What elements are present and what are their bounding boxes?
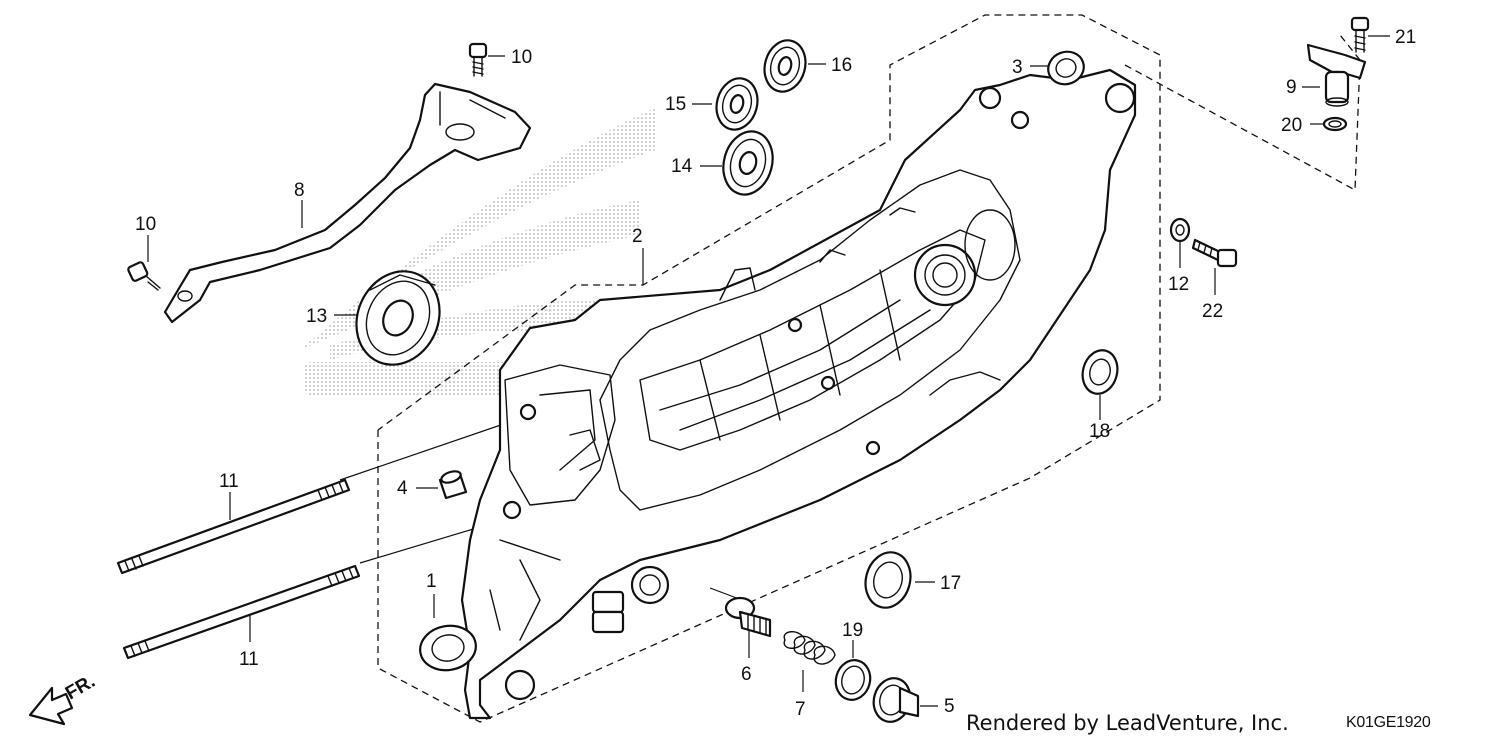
callout-6: 6 xyxy=(741,664,752,685)
bolt-21 xyxy=(1350,16,1370,53)
callout-21: 21 xyxy=(1395,27,1416,48)
speed-sensor-9 xyxy=(1306,43,1367,107)
dowel-pin-4 xyxy=(438,470,468,500)
bearing-16 xyxy=(763,39,807,93)
stud-bolts xyxy=(116,478,361,660)
washer-12 xyxy=(1169,217,1191,243)
front-direction-arrow: FR. xyxy=(28,671,99,726)
callout-3: 3 xyxy=(1012,57,1023,78)
callout-16: 16 xyxy=(831,55,852,76)
o-ring-19 xyxy=(834,659,872,701)
callout-10-lower: 10 xyxy=(135,214,156,235)
callout-9: 9 xyxy=(1286,77,1297,98)
spring-7 xyxy=(783,631,836,665)
hanger-stay xyxy=(163,82,532,324)
filter-cap-5 xyxy=(872,677,920,723)
callout-11-upper: 11 xyxy=(219,471,239,492)
callout-5: 5 xyxy=(944,696,955,717)
callout-8: 8 xyxy=(294,180,305,201)
bolt-10-upper xyxy=(468,42,488,77)
callout-2: 2 xyxy=(632,226,643,247)
drain-plug-6 xyxy=(724,596,772,638)
bush-3 xyxy=(1047,50,1085,86)
oil-seal-17 xyxy=(864,551,912,609)
left-crankcase xyxy=(460,68,1137,720)
callout-19: 19 xyxy=(842,620,863,641)
bolt-10-lower xyxy=(127,261,161,291)
bearing-1 xyxy=(419,624,477,672)
bearing-14 xyxy=(722,130,774,196)
callout-7: 7 xyxy=(795,699,806,720)
bolt-22 xyxy=(1191,238,1238,268)
callout-18: 18 xyxy=(1089,421,1110,442)
callout-4: 4 xyxy=(397,478,408,499)
callout-labels: 1 2 3 4 5 6 7 8 9 10 10 11 11 12 13 14 1… xyxy=(135,27,1416,720)
callout-13: 13 xyxy=(306,306,327,327)
oil-seal-18 xyxy=(1081,349,1119,395)
render-credit: Rendered by LeadVenture, Inc. xyxy=(966,711,1289,735)
callout-17: 17 xyxy=(940,573,961,594)
callout-14: 14 xyxy=(671,156,693,177)
diagram-code: K01GE1920 xyxy=(1346,714,1431,731)
callout-12: 12 xyxy=(1168,274,1189,295)
sensor-boundary xyxy=(1124,59,1361,192)
bearing-15 xyxy=(715,77,759,131)
callout-22: 22 xyxy=(1202,301,1223,322)
callout-20: 20 xyxy=(1281,115,1302,136)
bearing-13 xyxy=(355,270,441,366)
leader-lines xyxy=(147,35,1390,707)
callout-1: 1 xyxy=(426,571,437,592)
callout-11-lower: 11 xyxy=(239,649,259,670)
callout-15: 15 xyxy=(665,94,686,115)
callout-10-upper: 10 xyxy=(511,47,532,68)
o-ring-20 xyxy=(1322,116,1348,132)
